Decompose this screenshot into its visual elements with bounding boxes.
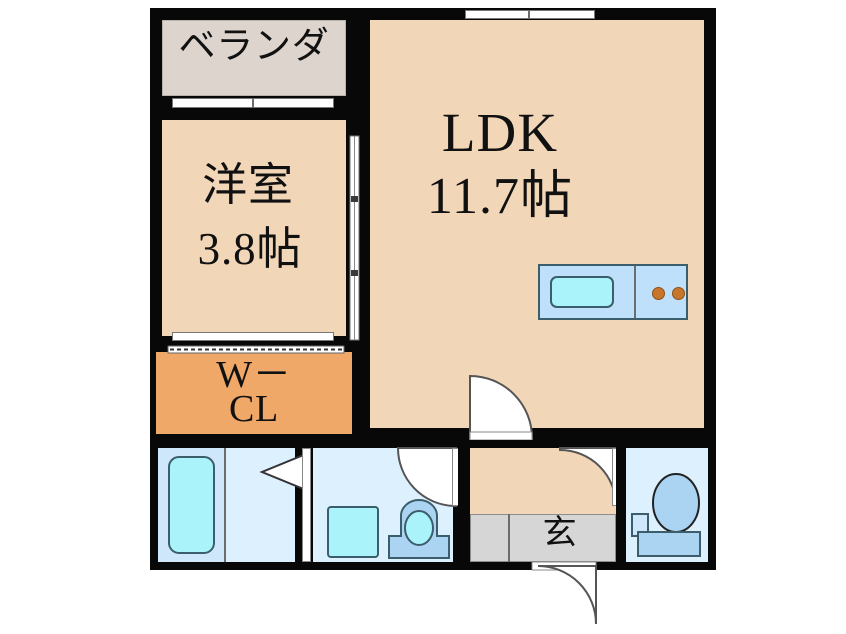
bathroom-door-panel[interactable] [302, 448, 311, 562]
entrance-door[interactable] [531, 561, 598, 628]
bedroom-floor [162, 120, 346, 336]
ldk-hall-door[interactable] [469, 374, 533, 441]
closet-label-line1: W－ [216, 354, 292, 396]
ldk-window [465, 10, 595, 19]
stove-burner-right [672, 287, 685, 300]
bathroom-washroom-partition [224, 448, 226, 562]
ldk-window-mullion [528, 10, 530, 19]
ldk-floor [370, 20, 704, 428]
closet-label-line2: CL [228, 388, 280, 430]
bathtub [168, 456, 215, 554]
veranda-label: ベランダ [178, 26, 330, 67]
genkan-label: 玄 [542, 515, 578, 552]
toilet-divider [616, 440, 626, 570]
ldk-name-label: LDK [441, 102, 559, 163]
veranda-window-mullion [252, 98, 254, 108]
veranda-floor [162, 20, 346, 96]
hall-washroom-door[interactable] [396, 447, 457, 508]
ldk-area-label: 11.7帖 [426, 168, 574, 225]
vanity-sink [388, 499, 450, 559]
genkan-step-divider [508, 514, 510, 562]
toilet-bowl [631, 473, 701, 557]
stove-burner-left [652, 287, 665, 300]
bathroom-door[interactable] [258, 450, 308, 498]
hall-divider-left [458, 440, 470, 570]
closet-floor [156, 352, 352, 434]
closet-door[interactable] [167, 345, 345, 354]
bedroom-name-label: 洋室 [202, 160, 294, 210]
kitchen-counter-divider [634, 266, 636, 318]
washing-machine-space [327, 506, 379, 558]
bedroom-window [172, 332, 334, 341]
toilet-door[interactable] [559, 447, 617, 507]
kitchen-sink [550, 276, 614, 308]
bedroom-ldk-door[interactable] [349, 135, 360, 341]
bedroom-area-label: 3.8帖 [197, 224, 303, 274]
